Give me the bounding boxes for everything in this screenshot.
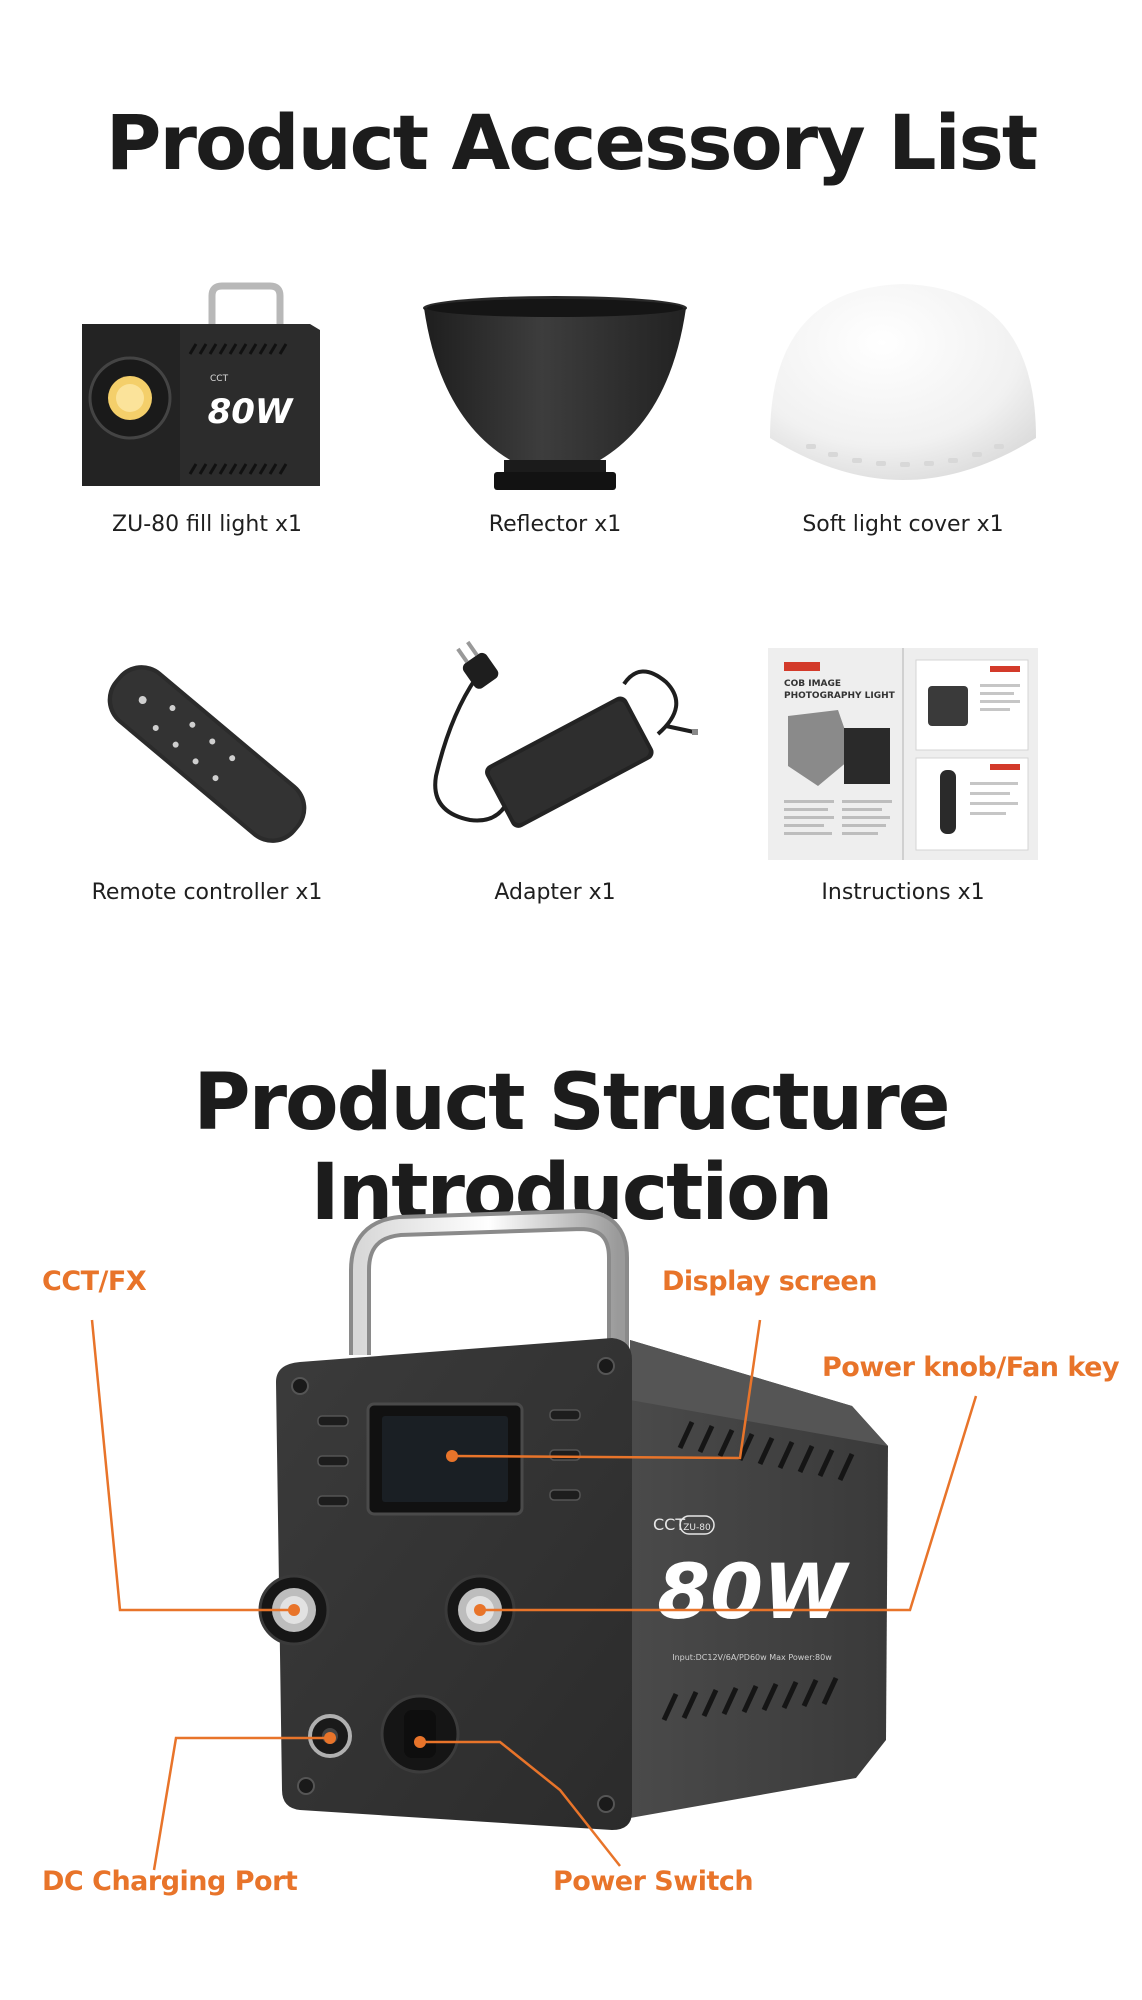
side-model-text: ZU-80 bbox=[683, 1523, 711, 1533]
manual-icon: COB IMAGE PHOTOGRAPHY LIGHT bbox=[768, 648, 1038, 860]
accessory-list-title: Product Accessory List bbox=[105, 98, 1038, 187]
callout-cct-fx: CCT/FX bbox=[42, 1266, 147, 1297]
power-adapter-icon bbox=[433, 640, 698, 828]
side-spec-text: Input:DC12V/6A/PD60w Max Power:80w bbox=[672, 1653, 832, 1662]
accessory-caption: Soft light cover x1 bbox=[802, 512, 1004, 537]
light-device-illustration: CCT ZU-80 80W Input:DC12V/6A/PD60w Max P… bbox=[90, 1208, 978, 1871]
accessory-item-remote: Remote controller x1 bbox=[42, 636, 372, 905]
reflector-icon bbox=[423, 296, 687, 490]
softbox-dome-icon bbox=[770, 284, 1036, 480]
device-power-text: 80W bbox=[208, 392, 294, 432]
accessory-caption: Adapter x1 bbox=[494, 880, 616, 905]
fill-light-icon: 80W CCT bbox=[82, 282, 320, 486]
device-brand-text: CCT bbox=[210, 374, 229, 384]
callout-power-switch: Power Switch bbox=[553, 1866, 754, 1897]
accessory-caption: Reflector x1 bbox=[488, 512, 622, 537]
side-brand-text: CCT bbox=[653, 1515, 685, 1534]
accessory-item-soft-cover: Soft light cover x1 bbox=[738, 268, 1068, 537]
accessory-caption: Instructions x1 bbox=[821, 880, 985, 905]
manual-heading-1: COB IMAGE bbox=[784, 679, 841, 689]
accessory-item-fill-light: 80W CCT ZU-80 fill light x1 bbox=[42, 268, 372, 537]
accessory-caption: ZU-80 fill light x1 bbox=[112, 512, 302, 537]
accessory-item-adapter: Adapter x1 bbox=[390, 636, 720, 905]
callout-dc-port: DC Charging Port bbox=[42, 1866, 298, 1897]
accessory-item-reflector: Reflector x1 bbox=[390, 268, 720, 537]
accessory-item-instructions: COB IMAGE PHOTOGRAPHY LIGHT bbox=[738, 636, 1068, 905]
manual-heading-2: PHOTOGRAPHY LIGHT bbox=[784, 691, 896, 701]
callout-power-knob: Power knob/Fan key bbox=[822, 1352, 1120, 1383]
remote-control-icon bbox=[107, 665, 307, 843]
callout-display-screen: Display screen bbox=[662, 1266, 877, 1297]
structure-diagram: CCT ZU-80 80W Input:DC12V/6A/PD60w Max P… bbox=[0, 1190, 1142, 1970]
side-power-text: 80W bbox=[657, 1547, 850, 1636]
accessory-caption: Remote controller x1 bbox=[91, 880, 323, 905]
